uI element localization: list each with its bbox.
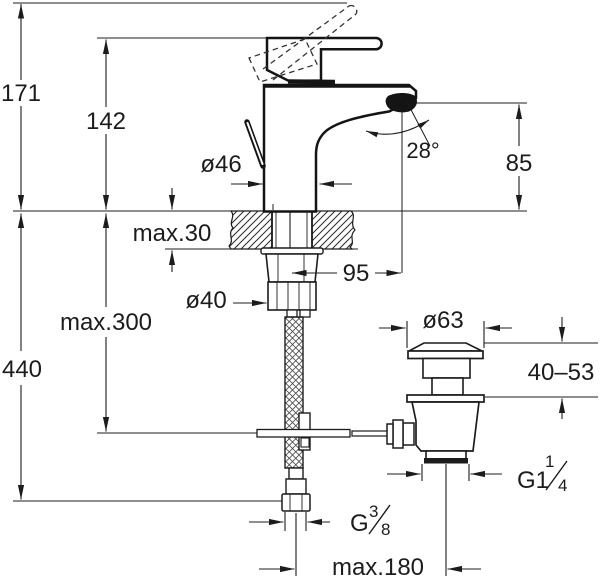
label-spout-reach: 95 (343, 260, 370, 287)
label-waste-flange-diameter: ø63 (422, 307, 463, 334)
label-waste-thread: G1 1 4 (517, 452, 568, 495)
mounting-nut (265, 253, 319, 283)
popup-linkage (256, 412, 390, 451)
label-spray-angle: 28° (406, 138, 439, 163)
waste-body (410, 401, 480, 452)
aerator-outlet (385, 93, 417, 113)
handle-open-position (248, 4, 358, 83)
rod-joint-inner (402, 422, 415, 446)
handle-open-tip (348, 4, 358, 15)
waste-thread-denominator: 4 (558, 476, 567, 495)
handle-open-top (262, 5, 350, 70)
handle-open-body (248, 38, 318, 83)
supply-thread-fraction-bar (368, 504, 391, 535)
faucet (244, 4, 431, 273)
deck-hatch-left (228, 210, 273, 250)
label-clamping-range: 40–53 (528, 359, 595, 386)
waste-thread-numerator: 1 (545, 452, 554, 471)
hose-collar (288, 467, 304, 480)
supply-thread-base: G (350, 510, 369, 537)
label-drain-offset: max.180 (332, 554, 424, 579)
dimension-labels: 171 142 max.30 ø46 95 85 28° ø40 max.300… (1, 80, 594, 579)
label-outlet-height: 85 (506, 150, 533, 177)
supply-thread-denominator: 8 (381, 520, 390, 539)
horizontal-rod-front (256, 428, 351, 438)
connection-block (267, 281, 317, 311)
handle-base-edge (287, 79, 336, 85)
angle-arrow-right (417, 120, 429, 129)
label-overall-height: 171 (1, 80, 41, 107)
hose-ferrule (285, 478, 307, 495)
waste-neck-lower (431, 377, 464, 396)
horizontal-rod-rear (351, 430, 390, 437)
deck-hatch-right (311, 210, 356, 250)
waste-flange (407, 350, 484, 360)
waste-outlet-tube (425, 450, 467, 460)
waste-thread-base: G1 (517, 467, 549, 494)
rod-joint-cap (386, 423, 394, 445)
label-total-length: 440 (2, 356, 42, 383)
label-body-diameter: ø46 (200, 151, 241, 178)
label-spout-top-height: 142 (86, 108, 126, 135)
waste-thread-fraction-bar (545, 460, 568, 491)
mounting-washer (260, 247, 324, 255)
angle-arrow-left (366, 131, 379, 138)
hose-nipple-1 (286, 309, 298, 318)
label-shank-diameter: ø40 (185, 287, 226, 314)
lift-rod-knob-inner (246, 122, 264, 165)
supply-thread-numerator: 3 (369, 502, 378, 521)
hose-nipple-2 (299, 309, 311, 318)
spray-angle-annotation (365, 101, 431, 147)
rod-clamp-screw (300, 437, 310, 448)
deck-section (228, 210, 356, 250)
dimension-lines (17, 4, 566, 573)
label-hose-length: max.300 (60, 309, 152, 336)
label-deck-thickness: max.30 (133, 220, 212, 247)
waste-outlet-thread (424, 458, 468, 464)
label-supply-thread: G 3 8 (350, 502, 391, 539)
waste-clamp-plate (406, 394, 485, 403)
hose-nut (281, 493, 311, 512)
handle-open-bottom (272, 13, 357, 81)
popup-waste (386, 342, 485, 464)
waste-neck-upper (422, 357, 471, 379)
rod-joint-ring (392, 419, 404, 449)
